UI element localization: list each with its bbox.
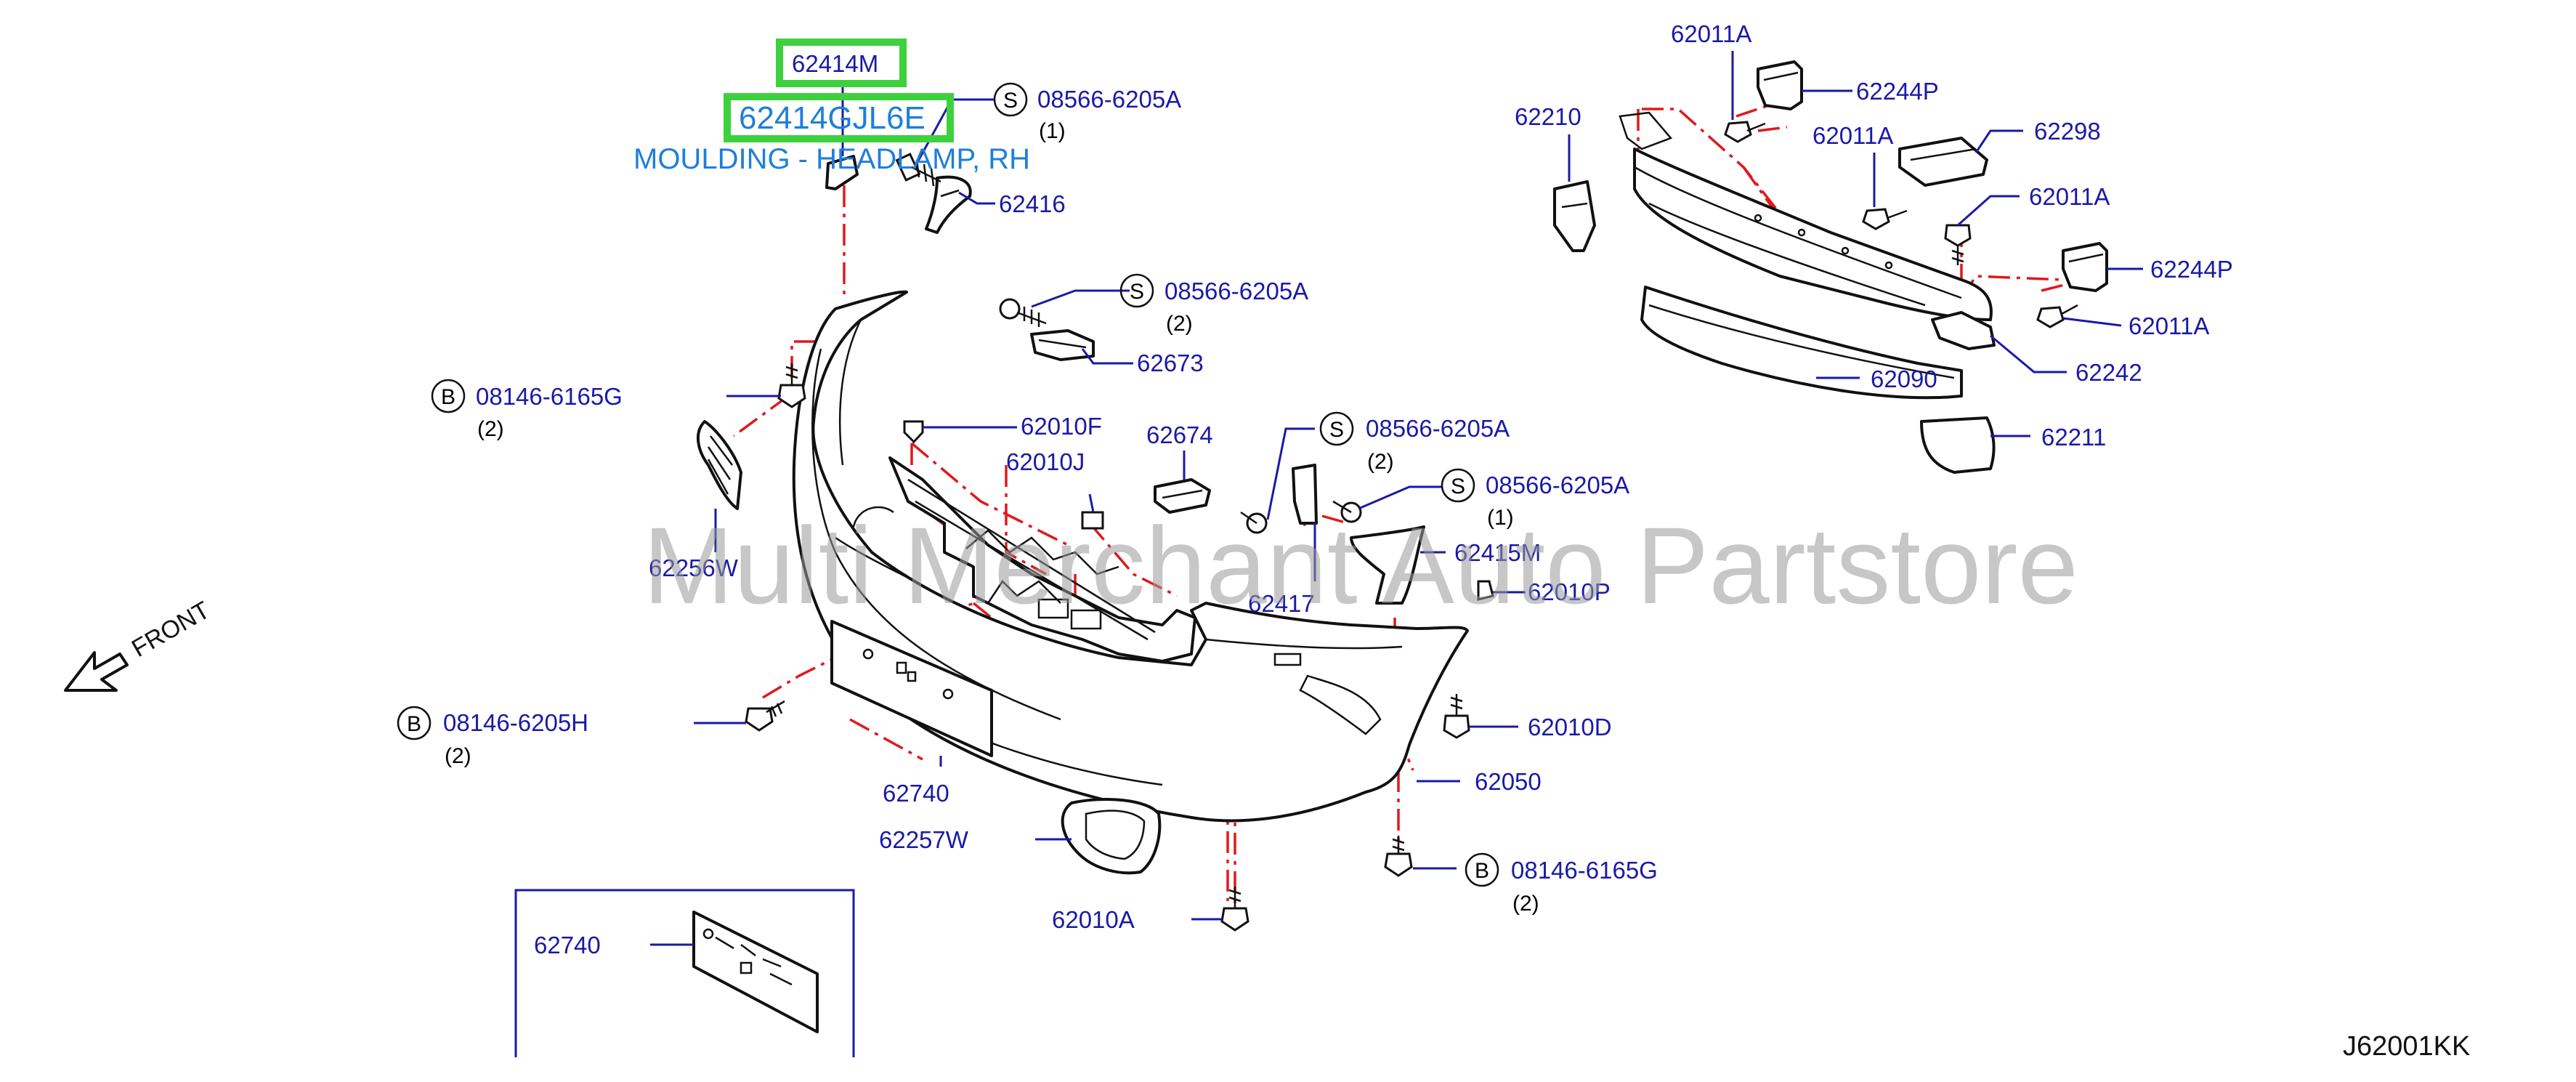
label-s2-no[interactable]: 08566-6205A [1165,278,1308,304]
part-62416-shape [925,175,972,234]
label-62673[interactable]: 62673 [1137,350,1204,376]
label-b3-no[interactable]: 08146-6165G [1511,857,1658,884]
label-b1-no[interactable]: 08146-6165G [476,383,623,410]
label-62210[interactable]: 62210 [1515,103,1581,130]
part-62010F-shape [903,420,924,444]
label-62256W[interactable]: 62256W [649,554,739,581]
label-62674[interactable]: 62674 [1146,421,1213,448]
label-b2-qty: (2) [445,744,471,768]
part-62244P-1-shape [1757,60,1803,110]
label-62211[interactable]: 62211 [2041,424,2106,451]
part-62417-shape [1292,464,1318,525]
label-62416[interactable]: 62416 [999,190,1066,217]
bolt-b3 [1384,836,1413,877]
label-62010A[interactable]: 62010A [1052,906,1135,933]
reinforcement-assembly [1619,111,1993,321]
label-62010P[interactable]: 62010P [1528,578,1611,605]
label-62050[interactable]: 62050 [1475,768,1542,795]
s-symbol-3: S [1329,418,1344,442]
bolt-62011A-3 [1944,224,1972,265]
watermark: Multi Merchant Auto Partstore [643,504,2078,626]
part-62010P-shape [1477,580,1494,601]
leader-lines [650,51,2143,946]
front-label: FRONT [127,596,214,662]
part-62256W-shape [696,420,742,510]
s-symbol-2: S [1130,280,1144,304]
label-b2-no[interactable]: 08146-6205H [443,709,588,736]
label-62010J[interactable]: 62010J [1006,448,1085,475]
b-symbol-1: B [441,385,455,409]
symbol-markers: S S S S B B B [397,82,1499,887]
inset-62740 [514,889,855,1057]
b-symbol-3: B [1475,859,1489,883]
part-62414M-shape [825,155,859,190]
label-62011A-3[interactable]: 62011A [2029,183,2110,210]
b-symbol-2: B [407,712,421,736]
part-62740-shape [830,620,993,757]
part-62010A-shape [1220,887,1249,932]
part-62211-shape [1920,416,1996,474]
part-62298-shape [1898,137,1988,187]
part-62090-shape [1640,286,1963,400]
label-b3-qty: (2) [1512,892,1539,916]
label-62244P-1[interactable]: 62244P [1856,78,1939,105]
label-s3-qty: (2) [1367,450,1394,474]
bolt-62011A-1 [1724,121,1766,143]
label-62010F[interactable]: 62010F [1021,413,1102,440]
label-s4-no[interactable]: 08566-6205A [1486,472,1629,498]
screw-s4 [1332,500,1362,523]
label-s2-qty: (2) [1166,312,1193,336]
part-62010D-shape [1443,694,1470,739]
label-62257W[interactable]: 62257W [879,826,969,853]
label-s3-no[interactable]: 08566-6205A [1366,415,1510,442]
label-s1-qty: (1) [1039,119,1066,143]
label-62415M[interactable]: 62415M [1454,539,1541,566]
s-symbol-1: S [1003,89,1018,113]
part-62257W-shape [1061,798,1162,875]
label-62740[interactable]: 62740 [883,780,949,807]
label-selected-desc: MOULDING - HEADLAMP, RH [633,143,1030,175]
label-62740-inset[interactable]: 62740 [534,932,601,958]
label-b1-qty: (2) [477,417,504,441]
part-labels: 62416 08566-6205A (1) 08566-6205A (2) 62… [443,20,2233,958]
label-62414M[interactable]: 62414M [792,50,878,77]
label-62417[interactable]: 62417 [1248,590,1315,617]
s-symbol-4: S [1451,475,1465,498]
bolt-b1 [777,363,806,408]
label-62298[interactable]: 62298 [2034,118,2101,145]
label-62011A-1[interactable]: 62011A [1671,20,1751,47]
part-62674-shape [1154,478,1211,514]
label-selected-part[interactable]: 62414GJL6E [739,100,926,136]
front-arrow-icon [64,651,129,692]
bolt-62011A-2 [1862,208,1908,230]
label-62090[interactable]: 62090 [1871,366,1937,392]
diagram-code: J62001KK [2343,1031,2470,1062]
screw-s1 [895,153,941,187]
bumper-retainer [888,456,1196,663]
label-62011A-2[interactable]: 62011A [1812,122,1893,149]
part-62244P-2-shape [2062,242,2108,292]
label-62242[interactable]: 62242 [2075,359,2142,386]
part-62415M-shape [1350,525,1425,605]
label-s4-qty: (1) [1487,506,1514,530]
screw-s2 [999,298,1047,327]
part-62210-shape [1553,180,1596,252]
label-62010D[interactable]: 62010D [1528,714,1612,740]
selected-part-highlight[interactable]: 62414M 62414GJL6E MOULDING - HEADLAMP, R… [633,39,1030,175]
part-62673-shape [1030,329,1095,361]
bolt-62011A-4 [2036,304,2078,328]
screw-s3 [1240,511,1268,534]
bolt-b2 [745,700,785,732]
label-62011A-4[interactable]: 62011A [2129,312,2209,339]
label-s1-no[interactable]: 08566-6205A [1037,86,1181,113]
label-62244P-2[interactable]: 62244P [2150,256,2233,283]
part-62242-shape [1931,311,1996,350]
